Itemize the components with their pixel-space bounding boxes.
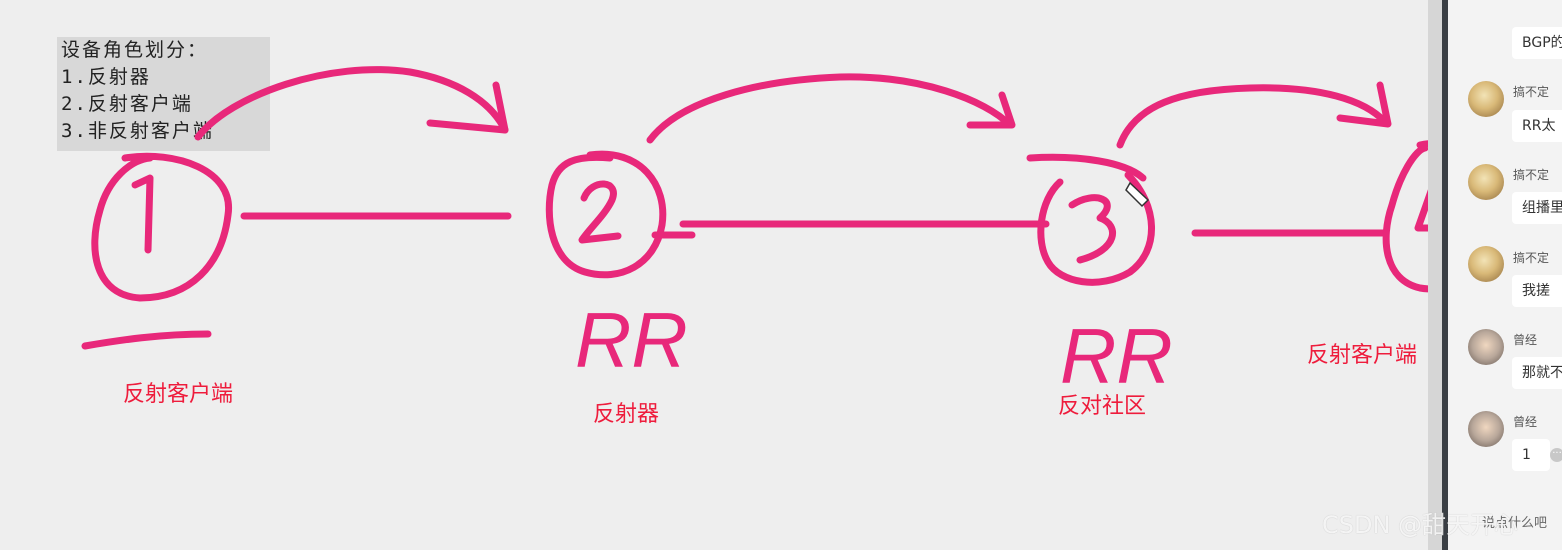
- chat-username: 搞不定: [1513, 251, 1550, 265]
- arrow-1-2: [194, 66, 509, 141]
- node-1-digit: [131, 174, 154, 254]
- chat-username: 搞不定: [1513, 168, 1550, 182]
- node-1-circle: [91, 152, 232, 302]
- node-2-circle: [545, 150, 667, 279]
- rr-label-node3: RR: [1060, 312, 1173, 400]
- chat-message: 1: [1512, 439, 1550, 471]
- chat-message: 那就不: [1512, 357, 1562, 389]
- arrow-2-3: [646, 73, 1014, 144]
- label-node3: 反对社区: [1058, 394, 1147, 419]
- chat-message: 组播里: [1512, 192, 1562, 224]
- more-icon[interactable]: ···: [1550, 448, 1562, 462]
- watermark: CSDN @甜天开心: [1322, 511, 1519, 539]
- avatar: [1468, 81, 1504, 117]
- label-node1: 反射客户端: [123, 382, 234, 407]
- notes-item: 1.反射器: [61, 66, 151, 88]
- node-3-top: [1026, 153, 1147, 182]
- chat-message: BGP的: [1512, 27, 1562, 59]
- label-node2: 反射器: [593, 402, 660, 427]
- label-node4: 反射客户端: [1307, 343, 1418, 368]
- chat-message: RR太: [1512, 110, 1562, 142]
- chat-panel: BGP的 搞不定 RR太 搞不定 组播里 搞不定 我搓 曾经 那就不 曾经 1 …: [1448, 0, 1562, 550]
- node-4-digit: [1414, 189, 1428, 232]
- avatar: [1468, 164, 1504, 200]
- node-2-digit: [578, 180, 622, 244]
- chat-message: 我搓: [1512, 275, 1562, 307]
- arrow-2-3-head: [966, 91, 1016, 129]
- avatar: [1468, 411, 1504, 447]
- avatar: [1468, 329, 1504, 365]
- rr-label-node2: RR: [575, 296, 688, 384]
- pencil-cursor-icon: [1125, 181, 1150, 208]
- scrollbar[interactable]: [1428, 0, 1442, 550]
- avatar: [1468, 246, 1504, 282]
- notes-item: 3.非反射客户端: [61, 120, 214, 142]
- node-3-digit: [1068, 194, 1116, 264]
- notes-box: 设备角色划分： 1.反射器 2.反射客户端 3.非反射客户端: [57, 37, 270, 151]
- whiteboard-canvas[interactable]: 设备角色划分： 1.反射器 2.反射客户端 3.非反射客户端 RR RR: [0, 0, 1428, 550]
- handwritten-diagram: RR RR: [81, 66, 1428, 400]
- chat-input[interactable]: 说点什么吧: [1482, 516, 1548, 531]
- arrow-3-4: [1116, 84, 1389, 149]
- arrow-3-4-head: [1336, 81, 1392, 128]
- chat-username: 搞不定: [1513, 85, 1550, 99]
- chat-username: 曾经: [1513, 415, 1538, 429]
- panel-divider: [1442, 0, 1448, 550]
- chat-username: 曾经: [1513, 333, 1538, 347]
- node-3-circle: [1037, 171, 1155, 286]
- notes-item: 2.反射客户端: [61, 93, 193, 115]
- notes-title: 设备角色划分：: [61, 39, 209, 61]
- node-4-circle: [1382, 140, 1428, 293]
- node-1-underline: [81, 330, 212, 350]
- arrow-1-2-head: [426, 81, 509, 134]
